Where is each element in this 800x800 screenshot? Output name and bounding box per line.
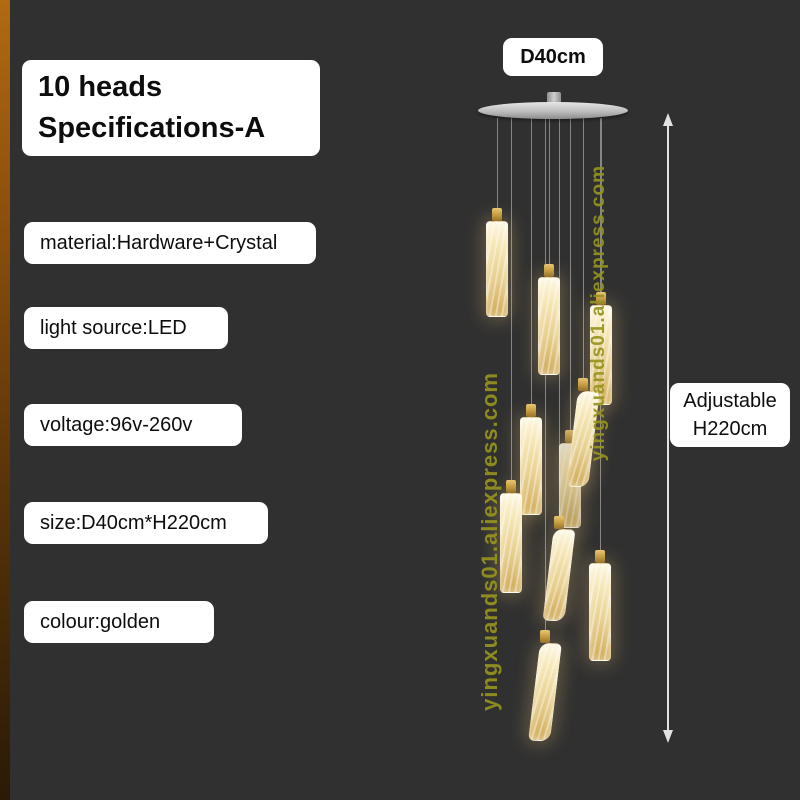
left-accent-strip	[0, 0, 10, 800]
height-label-line-2: H220cm	[692, 418, 768, 440]
pendant-light	[589, 292, 613, 405]
title-line-2: Specifications-A	[38, 112, 266, 144]
pendant-wire	[559, 118, 560, 516]
pendant-cap	[492, 208, 502, 221]
spec-voltage: voltage:96v-260v	[24, 404, 242, 446]
pendant-light	[566, 378, 600, 488]
pendant-cap	[554, 516, 564, 529]
pendant-light	[588, 550, 612, 661]
title-box: 10 heads Specifications-A	[22, 60, 320, 156]
pendant-cap	[596, 292, 606, 305]
pendant-wire	[511, 118, 512, 480]
pendant-light	[528, 630, 562, 742]
spec-colour: colour:golden	[24, 601, 214, 643]
pendant-cap	[595, 550, 605, 563]
pendant-wire	[570, 118, 571, 430]
pendant-light	[542, 516, 576, 622]
pendant-wire	[545, 118, 546, 630]
pendant-wire	[601, 118, 602, 292]
pendant-light	[519, 404, 543, 515]
watermark-text: yingxuands01.aliexpress.com	[477, 372, 502, 711]
pendant-crystal	[538, 277, 560, 375]
watermark-text: yingxuands01.aliexpress.com	[588, 165, 609, 462]
pendant-cap	[565, 430, 575, 443]
pendant-wire	[497, 118, 498, 208]
spec-light-source: light source:LED	[24, 307, 228, 349]
pendant-light	[537, 264, 561, 375]
pendant-crystal	[590, 305, 612, 405]
pendant-cap	[544, 264, 554, 277]
pendant-crystal	[589, 563, 611, 661]
pendant-cap	[578, 378, 588, 391]
pendant-crystal	[500, 493, 522, 593]
pendant-cap	[540, 630, 550, 643]
ceiling-plate	[478, 102, 628, 119]
diameter-label: D40cm	[503, 38, 603, 76]
pendant-light	[485, 208, 509, 317]
height-arrow	[660, 113, 676, 748]
pendant-light	[499, 480, 523, 593]
pendant-wire	[583, 118, 584, 378]
spec-size: size:D40cm*H220cm	[24, 502, 268, 544]
spec-material: material:Hardware+Crystal	[24, 222, 316, 264]
pendant-crystal	[542, 528, 576, 622]
title-line-1: 10 heads	[38, 71, 163, 104]
height-label: Adjustable H220cm	[670, 383, 790, 447]
pendant-crystal	[528, 642, 562, 742]
pendant-cap	[506, 480, 516, 493]
pendant-cap	[526, 404, 536, 417]
pendant-wire	[549, 118, 550, 264]
height-label-line-1: Adjustable	[683, 390, 777, 412]
pendant-crystal	[486, 221, 508, 317]
pendant-crystal	[520, 417, 542, 515]
pendant-wire	[531, 118, 532, 404]
